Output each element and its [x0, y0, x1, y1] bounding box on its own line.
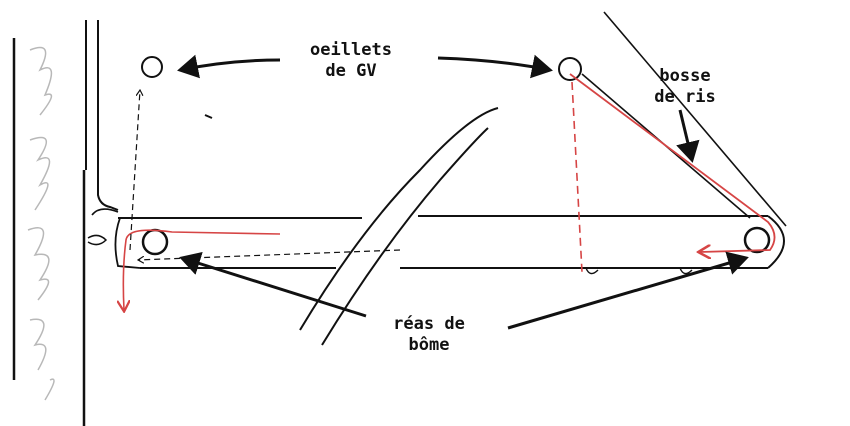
- arrow-diagonal-icon: [179, 251, 367, 318]
- annotation-arrows: [177, 54, 749, 330]
- arrow-right-icon: [437, 54, 553, 79]
- arrow-left-icon: [177, 54, 281, 79]
- label-bosse-line2: de ris: [654, 87, 716, 107]
- eyelet-left: [141, 56, 163, 78]
- sheave-right: [743, 226, 771, 254]
- sail-leech-lines: [299, 107, 499, 346]
- eyelet-right: [558, 57, 582, 81]
- arrow-down-icon: [676, 109, 700, 163]
- arrow-diagonal-icon: [507, 251, 749, 330]
- sail-luff: [91, 20, 119, 216]
- label-oeillets-line1: oeillets: [310, 40, 392, 60]
- dashed-guide-arrows: [129, 90, 401, 260]
- label-oeillets: oeillets de GV: [296, 40, 406, 82]
- label-bosse-line1: bosse: [659, 66, 711, 86]
- label-bosse-de-ris: bosse de ris: [640, 66, 730, 108]
- label-oeillets-line2: de GV: [325, 61, 377, 81]
- boom: [87, 215, 785, 275]
- label-reas-line2: bôme: [408, 335, 450, 355]
- reef-line-red: [123, 73, 776, 310]
- label-reas-de-bome: réas de bôme: [374, 314, 484, 356]
- topping-lift: [603, 11, 787, 227]
- sheave-left: [141, 228, 169, 256]
- mast: [12, 20, 87, 426]
- label-reas-line1: réas de: [393, 314, 465, 334]
